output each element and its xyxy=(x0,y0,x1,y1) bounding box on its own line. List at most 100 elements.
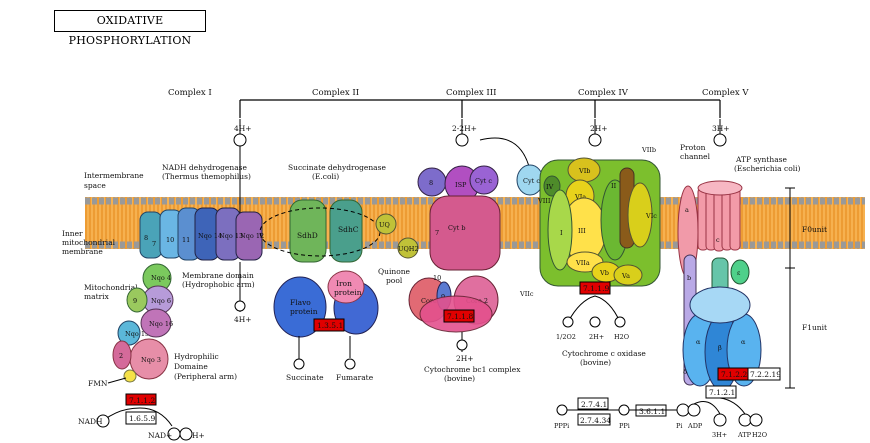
c1-nadh: NADH xyxy=(78,417,103,426)
svg-text:4H+: 4H+ xyxy=(234,124,252,133)
ppase-chain: PPPi 2.7.4.1 2.7.4.34 PPi 3.6.1.1 xyxy=(554,397,677,430)
c5-ec-white-1: 7.2.2.19 xyxy=(750,370,781,379)
c5-alpha: α xyxy=(696,338,701,346)
c2-iron-2: protein xyxy=(334,288,362,297)
c5-channel-2: channel xyxy=(680,152,711,161)
c4-viic: VIc xyxy=(645,212,657,220)
complex-v-label: Complex V xyxy=(702,88,749,98)
c5-fo: F0unit xyxy=(802,225,827,234)
c1-h: H+ xyxy=(192,431,205,440)
c5-ec-red: 7.1.2.2 xyxy=(721,370,747,379)
complex-v: 3H+ Proton channel ATP synthase (Escheri… xyxy=(676,119,827,439)
c1-sub-12: Nqo 12 xyxy=(240,232,264,240)
c4-viib: VIIb xyxy=(641,146,656,154)
c1-membrane-label-2: (Hydrophobic arm) xyxy=(182,280,255,289)
c4-vb: Vb xyxy=(599,269,609,277)
c2-succinate: Succinate xyxy=(286,373,324,382)
complex-i-label: Complex I xyxy=(168,88,212,98)
c1-sub-9: 9 xyxy=(133,297,137,305)
c3-cytc: Cyt c xyxy=(475,177,492,185)
c4-ii: II xyxy=(611,182,617,190)
c4-cytc: Cyt c xyxy=(523,177,540,185)
c1-nqo4: Nqo 4 xyxy=(151,274,171,282)
intermembrane-label: Intermembrane xyxy=(84,171,144,180)
c1-ec-red: 7.1.1.2 xyxy=(129,396,155,405)
c4-via: VIa xyxy=(574,193,586,201)
c5-adp: ADP xyxy=(687,422,703,430)
c1-sub-2: 2 xyxy=(119,352,123,360)
c2-uqh2: UQH2 xyxy=(398,245,419,253)
top-bracket xyxy=(239,99,721,118)
c1-sub-11: 11 xyxy=(182,236,190,244)
ppase-ec2: 2.7.4.34 xyxy=(580,416,611,425)
matrix-label-2: matrix xyxy=(84,292,110,301)
c3-cytb: Cyt b xyxy=(448,224,466,232)
ppase-ppi2: PPi xyxy=(619,422,630,430)
inner-membrane-label: Inner xyxy=(62,229,83,238)
c5-eps: ε xyxy=(737,269,741,277)
complex-iv: Cyt c 2H+ VIb IV VIa III II VIc I VIII V… xyxy=(516,119,661,367)
c5-name-2: (Escherichia coli) xyxy=(734,164,801,173)
c4-name-2: (bovine) xyxy=(580,358,611,367)
c2-name: Succinate dehydrogenase xyxy=(288,163,387,172)
c3-name: Cytochrome bc1 complex xyxy=(424,365,521,374)
c4-viic2: VIIc xyxy=(519,290,534,298)
complex-ii-label: Complex II xyxy=(312,88,359,98)
complex-iv-label: Complex IV xyxy=(578,88,629,98)
c4-iv: IV xyxy=(546,183,554,191)
c4-h2o: H2O xyxy=(614,333,629,341)
c2-fumarate: Fumarate xyxy=(336,373,374,382)
c3-proton-out: 2H+ xyxy=(456,354,474,363)
c1-hydrophilic: Hydrophilic xyxy=(174,352,219,361)
c5-beta: β xyxy=(718,344,722,352)
c3-isp: ISP xyxy=(455,181,467,189)
c5-atp: ATP xyxy=(737,431,752,439)
c5-alpha-2: α xyxy=(741,338,746,346)
c5-proton: 3H+ xyxy=(712,124,730,133)
c1-nad: NAD+ xyxy=(148,431,172,440)
c2-name-2: (E.coli) xyxy=(312,172,339,181)
c5-channel: Proton xyxy=(680,143,706,152)
ppase-ec3: 3.6.1.1 xyxy=(639,407,665,416)
c2-sdhd: SdhD xyxy=(297,231,318,240)
c2-ec-red: 1.3.5.1 xyxy=(317,321,343,330)
c2-flavo: Flavo xyxy=(290,298,311,307)
c1-sub-16: Nqo 16 xyxy=(149,320,173,328)
c1-nqo3: Nqo 3 xyxy=(141,356,161,364)
c1-name: NADH dehydrogenase xyxy=(162,163,248,172)
c2-iron: Iron xyxy=(336,279,352,288)
c4-viii: VIII xyxy=(537,197,551,205)
c1-proton-out: 4H+ xyxy=(234,315,252,324)
c1-sub-15: Nqo 15 xyxy=(125,330,149,338)
complex-i: NADH dehydrogenase (Thermus themophilus)… xyxy=(78,119,264,441)
c1-sub-14: Nqo 14 xyxy=(198,232,222,240)
inner-membrane-label-3: membrane xyxy=(62,247,103,256)
c5-f1: F1unit xyxy=(802,323,827,332)
matrix-label: Mitochondrial xyxy=(84,283,138,292)
complex-iii: 2-2H+ 8 ISP Cyt c 7 Cyt b Core 1 Core 2 … xyxy=(408,119,531,383)
c5-h3: 3H+ xyxy=(712,431,727,439)
diagram-title: OXIDATIVE PHOSPHORYLATION xyxy=(54,10,206,47)
complex-ii: Succinate dehydrogenase (E.coli) SdhD Sd… xyxy=(259,163,419,382)
c1-name-2: (Thermus themophilus) xyxy=(162,172,251,181)
c4-va: Va xyxy=(621,272,630,280)
c4-iii: III xyxy=(578,227,586,235)
complex-labels: Complex I Complex II Complex III Complex… xyxy=(168,88,749,98)
c2-uq: UQ xyxy=(379,221,390,229)
c1-fmn: FMN xyxy=(88,379,108,388)
region-labels: Intermembrane space Inner mitochondrial … xyxy=(62,171,144,301)
c1-sub-10: 10 xyxy=(166,236,174,244)
c4-i: I xyxy=(560,229,563,237)
c5-name: ATP synthase xyxy=(735,155,788,164)
c4-vib: VIb xyxy=(578,167,590,175)
c4-2h: 2H+ xyxy=(589,333,604,341)
c4-ec-red: 7.1.1.9 xyxy=(583,284,609,293)
c1-membrane-label: Membrane domain xyxy=(182,271,254,280)
c2-pool: Quinone xyxy=(378,267,411,276)
c1-hydrophilic-3: (Peripheral arm) xyxy=(174,372,237,381)
c3-sub-7: 7 xyxy=(435,229,439,237)
c2-pool-2: pool xyxy=(386,276,403,285)
c3-name-2: (bovine) xyxy=(444,374,475,383)
c1-hydrophilic-2: Domaine xyxy=(174,362,208,371)
